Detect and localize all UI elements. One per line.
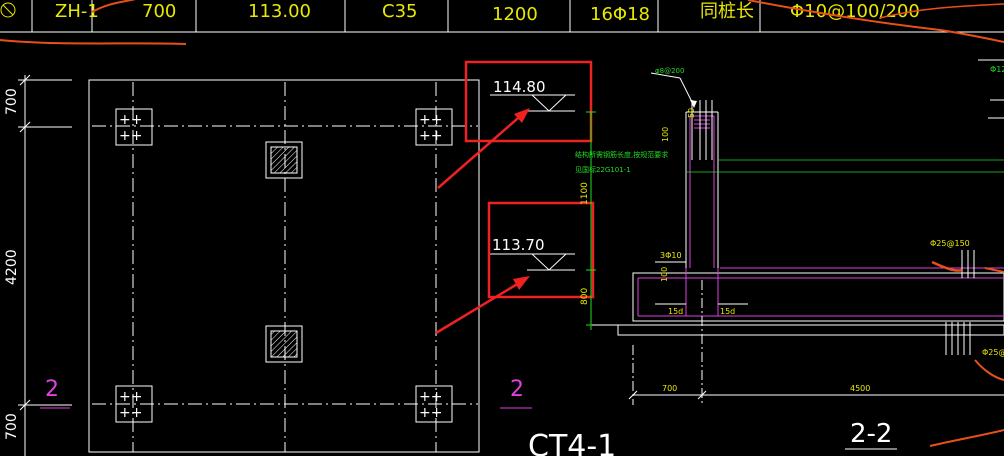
section-mark-left: 2 [45, 377, 59, 402]
pile-group-bottom-left: ++ ++ [115, 385, 153, 423]
note-line-1: 结构所需钢筋长度,按规范要求 [575, 150, 668, 159]
pile-cap-plan: 700 4200 700 ++ ++ ++ ++ ++ ++ ++ [4, 74, 616, 456]
elevation-upper: 114.80 [493, 78, 546, 96]
bar-phi25-lower: Φ25@150 [982, 348, 1004, 357]
concrete-grade: C35 [382, 1, 417, 22]
svg-text:++: ++ [119, 128, 142, 144]
dim-800: 800 [580, 288, 590, 305]
svg-text:++: ++ [119, 405, 142, 421]
dim-700: 700 [662, 384, 677, 393]
foundation-label: CT4-1 [528, 429, 616, 456]
right-edge-tag: Φ12 [990, 65, 1004, 74]
section-title: 2-2 [850, 419, 892, 449]
dim-4500: 4500 [850, 384, 870, 393]
dim-top: 700 [4, 88, 20, 115]
main-rebar: 16Φ18 [590, 4, 650, 25]
pile-id: ZH-1 [55, 1, 99, 22]
highlight-box-upper [464, 60, 593, 143]
pile-group-top-left: ++ ++ [115, 108, 153, 146]
svg-text:++: ++ [119, 112, 142, 128]
bar-phi25-upper: Φ25@150 [930, 239, 970, 248]
elevation-lower: 113.70 [492, 236, 545, 254]
column-upper [265, 141, 303, 179]
anchor-15d-right: 15d [720, 307, 735, 316]
pile-group-bottom-right: ++ ++ [415, 385, 453, 423]
svg-text:++: ++ [419, 389, 442, 405]
pile-length: 1200 [492, 4, 538, 25]
svg-text:++: ++ [419, 405, 442, 421]
pile-elevation: 113.00 [248, 1, 311, 22]
svg-text:++: ++ [419, 112, 442, 128]
dim-vertical-100: 100 [661, 127, 670, 142]
anchor-15d-left: 15d [668, 307, 683, 316]
elevation-callout-lower: 113.70 [435, 201, 595, 335]
dim-1100: 1100 [580, 182, 590, 205]
bar-cap-top-label: φ8@200 [655, 67, 684, 75]
svg-text:++: ++ [419, 128, 442, 144]
pile-dimension: 700 [142, 1, 176, 22]
section-mark-right: 2 [510, 377, 524, 402]
column-lower [265, 325, 303, 363]
section-2-2: 1100 800 φ8@200 50 100 结构所需钢筋长度,按规范要求 见国… [575, 59, 1004, 450]
note-line-2: 见国标22G101-1 [575, 165, 631, 174]
pile-table-header: ZH-1 700 113.00 C35 1200 16Φ18 同桩长 Φ10@1… [0, 0, 1004, 45]
dim-vertical-50: 50 [687, 108, 696, 118]
dim-100: 100 [660, 267, 669, 282]
svg-text:++: ++ [119, 389, 142, 405]
remark: 同桩长 [700, 1, 754, 22]
highlight-box-lower [487, 201, 595, 299]
bar-3phi10: 3Φ10 [660, 251, 682, 260]
dim-bottom: 700 [4, 413, 20, 440]
pile-group-top-right: ++ ++ [415, 108, 453, 146]
elevation-callout-upper: 114.80 [437, 60, 593, 189]
dim-middle: 4200 [4, 249, 20, 285]
